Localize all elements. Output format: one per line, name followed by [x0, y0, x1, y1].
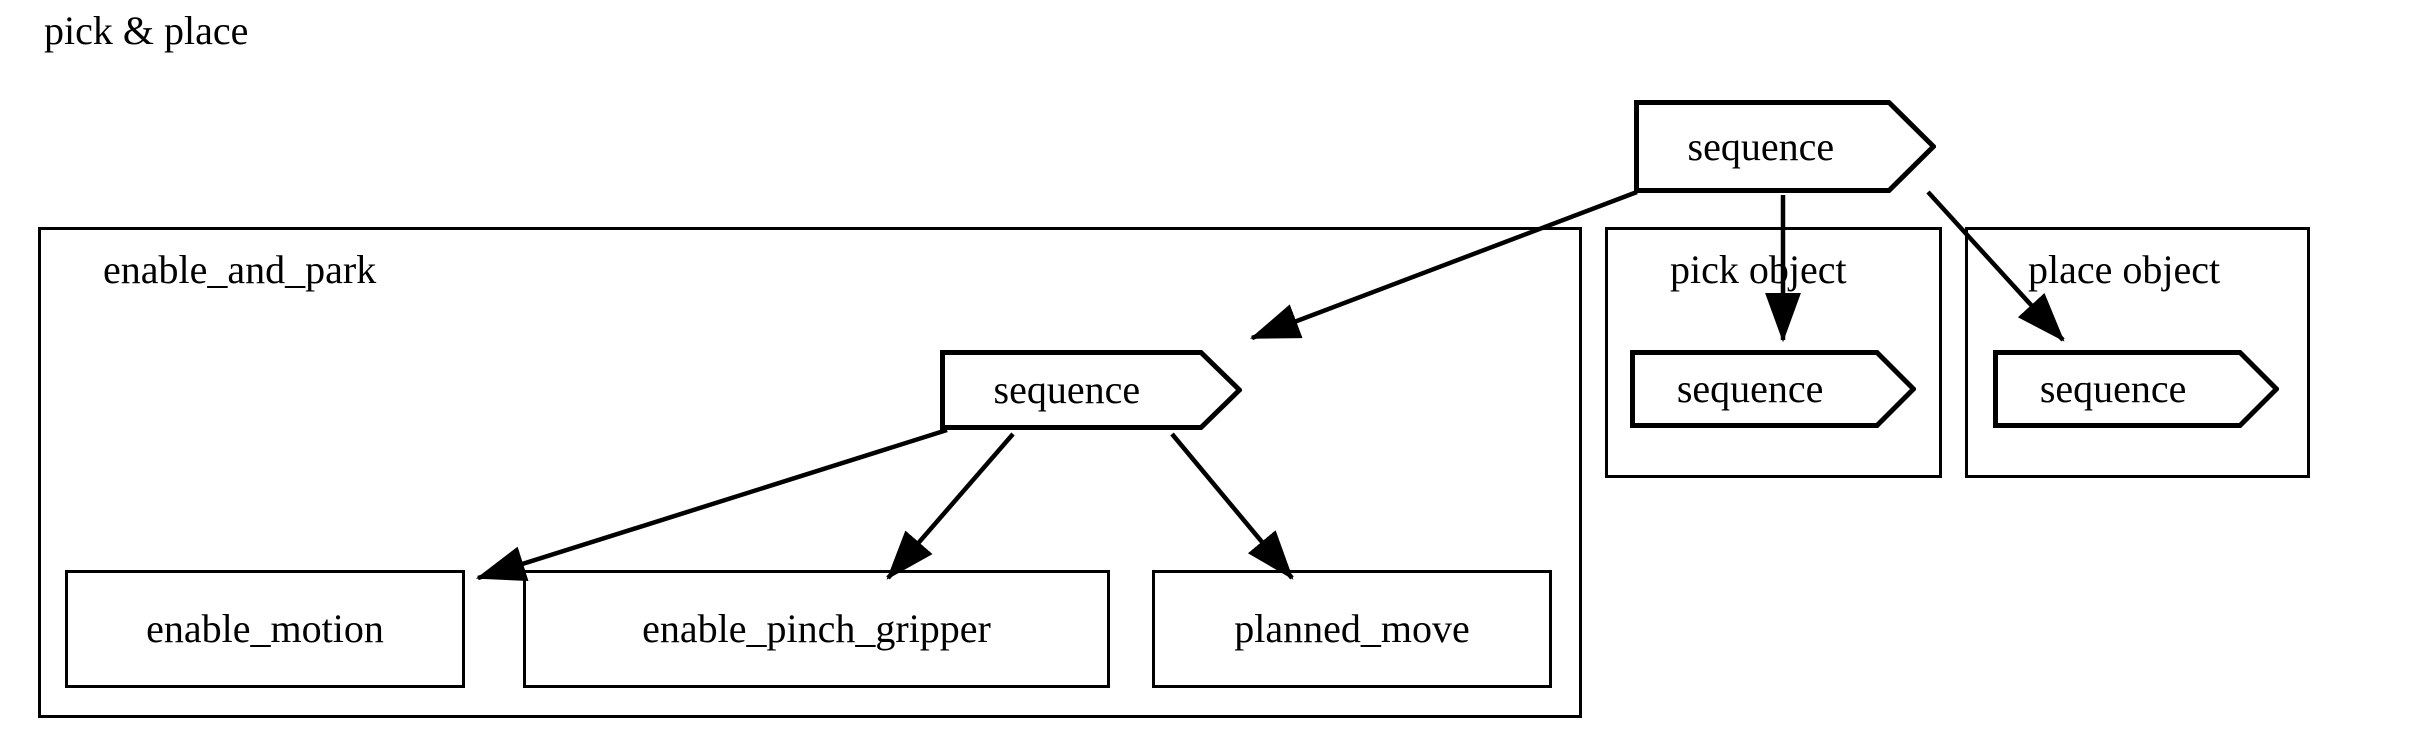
subtree-label-pick-object: pick object — [1670, 247, 1847, 292]
subtree-place-object[interactable]: place object — [1965, 227, 2310, 478]
pentagon-icon — [1993, 350, 2279, 428]
action-node-enable-pinch-gripper-label: enable_pinch_gripper — [642, 606, 991, 651]
page-title: pick & place — [44, 8, 249, 53]
subtree-label-enable-and-park: enable_and_park — [103, 247, 377, 292]
action-node-enable-motion[interactable]: enable_motion — [65, 570, 465, 688]
pentagon-icon — [1634, 100, 1936, 193]
action-node-planned-move-label: planned_move — [1234, 606, 1470, 651]
sequence-node-place-object-label: sequence — [2039, 366, 2187, 411]
sequence-node-place-object[interactable]: sequence — [1993, 350, 2279, 428]
pentagon-icon — [940, 350, 1242, 430]
sequence-node-pick-object-label: sequence — [1676, 366, 1824, 411]
subtree-enable-and-park[interactable]: enable_and_park — [38, 227, 1582, 718]
action-node-enable-motion-label: enable_motion — [146, 606, 384, 651]
sequence-node-root-label: sequence — [1687, 123, 1835, 169]
sequence-node-enable-and-park-label: sequence — [993, 367, 1141, 412]
pentagon-icon — [1630, 350, 1916, 428]
sequence-node-enable-and-park[interactable]: sequence — [940, 350, 1242, 430]
subtree-pick-object[interactable]: pick object — [1605, 227, 1942, 478]
action-node-planned-move[interactable]: planned_move — [1152, 570, 1552, 688]
sequence-node-root[interactable]: sequence — [1634, 100, 1936, 193]
subtree-label-place-object: place object — [2028, 247, 2221, 292]
sequence-node-pick-object[interactable]: sequence — [1630, 350, 1916, 428]
action-node-enable-pinch-gripper[interactable]: enable_pinch_gripper — [523, 570, 1110, 688]
